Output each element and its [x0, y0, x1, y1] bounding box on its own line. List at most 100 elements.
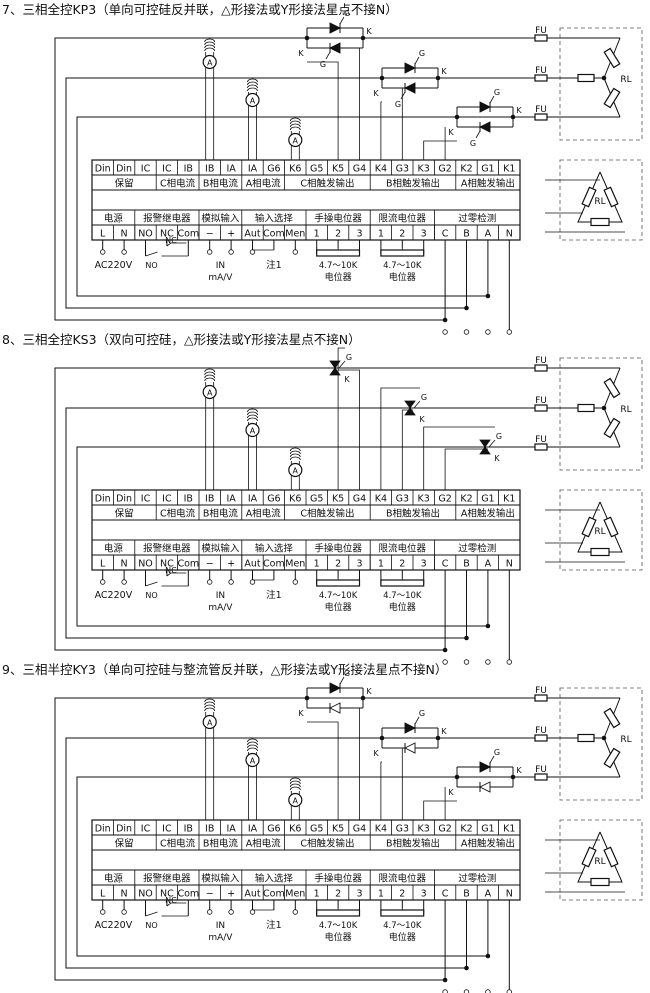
alarm-terminal: NO	[138, 229, 153, 240]
ammeter-ring	[288, 792, 303, 808]
triac-icon: G	[329, 353, 352, 376]
alarm-terminal: Com	[177, 559, 199, 570]
diode-icon: G	[320, 42, 341, 69]
top-terminal-g4: G4	[353, 824, 366, 835]
fuse-icon: FU	[534, 105, 548, 121]
cathode-wire	[444, 448, 488, 490]
junction-dot	[510, 774, 516, 780]
top-group-label: C相触发输出	[300, 508, 354, 520]
ammeter-symbol: A	[250, 756, 256, 765]
fuse-icon: FU	[534, 765, 548, 781]
star-load-label: RL	[620, 405, 631, 415]
diode-icon	[478, 781, 491, 793]
note-1: 注1	[266, 919, 282, 931]
delta-load-label: RL	[594, 527, 605, 537]
cathode-label: K	[448, 128, 454, 137]
terminal-point	[292, 249, 298, 255]
diode-triangle	[404, 62, 417, 74]
power-group-label: 电源	[104, 213, 124, 225]
relay-nc-contact	[166, 902, 187, 907]
phase-a-wire	[76, 116, 540, 297]
top-terminal-g4: G4	[353, 164, 366, 175]
resistor-icon	[590, 877, 610, 887]
junction-dot	[601, 75, 607, 81]
top-terminal-k3: K3	[418, 164, 430, 175]
terminal-point	[463, 989, 470, 993]
manual-pot-terminal: 2	[335, 229, 341, 240]
pot-body	[380, 579, 425, 587]
gate-lead	[475, 130, 481, 139]
pot-name: 电位器	[389, 931, 416, 943]
alarm-terminal: NC	[160, 229, 174, 240]
coil-turn	[247, 411, 258, 416]
alarm-group-label: 报警继电器	[143, 873, 191, 885]
coil-turn	[247, 408, 258, 413]
junction-dot	[442, 647, 448, 653]
zero-cross-group-label: 过零检测	[458, 873, 496, 885]
top-group-label: A相电流	[246, 178, 281, 190]
top-terminal-k5: K5	[332, 494, 344, 505]
gate-lead	[489, 95, 495, 104]
junction-dot	[510, 114, 516, 120]
coil-turn	[204, 707, 216, 712]
phase-b-wire	[65, 77, 540, 309]
zero-cross-terminal: N	[506, 229, 513, 240]
resistor-icon	[577, 73, 595, 83]
top-terminal-k1: K1	[503, 824, 515, 835]
manual-pot-terminal: 3	[356, 229, 362, 240]
pot-value: 4.7～10K	[319, 591, 358, 601]
gate-label: G	[419, 709, 425, 718]
supply-note: AC220V	[95, 920, 133, 931]
top-terminal-g1: G1	[481, 824, 494, 835]
gate-label: G	[395, 100, 401, 109]
cathode-label: K	[441, 67, 447, 76]
top-terminal-ia: IA	[248, 494, 258, 505]
cathode-label: K	[298, 709, 304, 718]
pot-body	[380, 909, 425, 917]
junction-dot	[485, 623, 491, 629]
gate-label: G	[494, 748, 500, 757]
fuse-label: FU	[535, 105, 547, 115]
current-transformer-icon	[247, 738, 258, 752]
limit-pot-terminal: 3	[421, 889, 427, 900]
junction-dot	[304, 695, 310, 701]
power-group-label: 电源	[104, 543, 124, 555]
relay-no-contact	[145, 581, 158, 587]
zero-cross-terminal: N	[506, 889, 513, 900]
pot-body	[316, 579, 361, 587]
top-terminal-k4: K4	[375, 494, 387, 505]
note-1: 注1	[266, 589, 282, 601]
top-terminal-ib: IB	[205, 164, 214, 175]
coil-turn	[204, 44, 216, 49]
coil-turn	[247, 741, 258, 746]
analog-terminal: −	[206, 559, 214, 570]
top-terminal-g2: G2	[438, 824, 451, 835]
manual-pot-group-label: 手操电位器	[314, 543, 362, 555]
coil-turn	[204, 374, 216, 379]
junction-dot	[435, 75, 441, 81]
terminal-point	[121, 909, 127, 915]
star-load-frame	[559, 687, 643, 801]
junction-dot	[360, 35, 366, 41]
gate-lead	[414, 716, 420, 725]
gate-wire	[380, 761, 382, 820]
top-group-label: B相触发输出	[386, 838, 440, 850]
phase-b-wire	[65, 737, 540, 969]
input-select-terminal: Com	[263, 889, 285, 900]
diode-icon: G	[329, 9, 350, 34]
cathode-label: K	[298, 49, 304, 58]
fuse-icon: FU	[534, 26, 548, 42]
terminal-point	[506, 989, 512, 993]
top-group-label: A相电流	[246, 838, 281, 850]
coil-turn	[289, 783, 301, 788]
input-select-terminal: Aut	[244, 559, 261, 570]
top-terminal-k5: K5	[332, 824, 344, 835]
gate-label: G	[344, 9, 350, 18]
fuse-label: FU	[535, 686, 547, 696]
load-area: RL RL	[545, 357, 643, 571]
